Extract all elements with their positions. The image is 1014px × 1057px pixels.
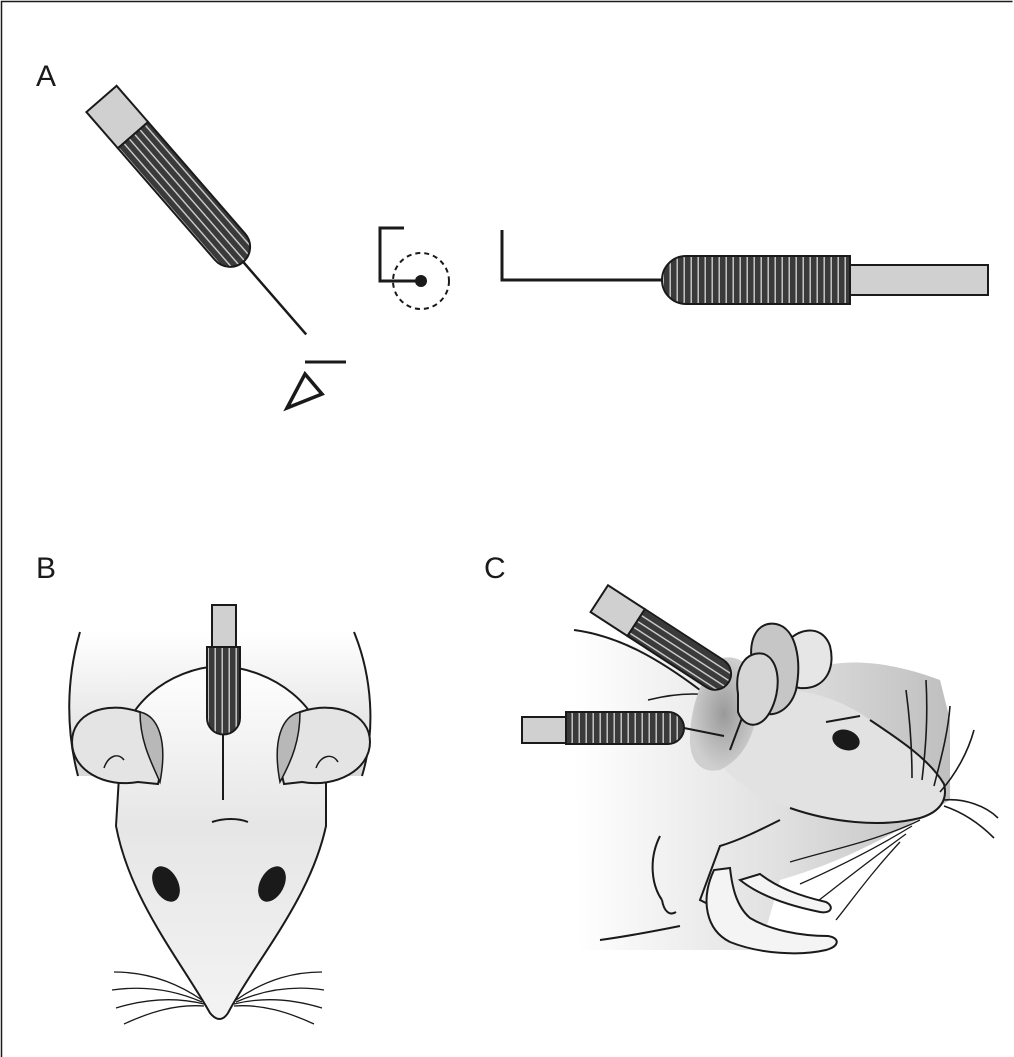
panel-a: A (36, 60, 988, 408)
electrode-tip-icon (287, 362, 346, 408)
panel-b-label: B (36, 552, 56, 585)
panel-a-label: A (36, 60, 56, 93)
electrode-icon (86, 86, 321, 348)
electrode-icon (502, 230, 988, 304)
panel-b: B (36, 552, 370, 1024)
panel-c-label: C (484, 552, 506, 585)
mouse-front-leg (707, 868, 837, 953)
target-site-icon (380, 228, 449, 309)
panel-c: C (484, 552, 998, 953)
